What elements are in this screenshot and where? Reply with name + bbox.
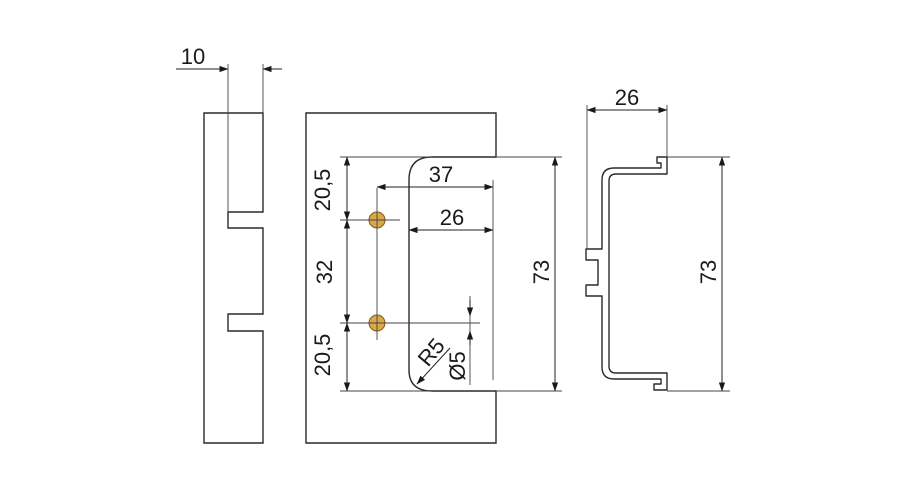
front-view: 20,5 32 20,5 37 26 73 R5 Ø5 xyxy=(305,112,562,444)
dim-bottom-label: 20,5 xyxy=(310,334,335,377)
dim-37-label: 37 xyxy=(429,162,453,187)
profile-width-label: 26 xyxy=(615,85,639,110)
side-view: 10 xyxy=(176,44,282,444)
profile-height-label: 73 xyxy=(696,260,721,284)
dim-top-label: 20,5 xyxy=(310,169,335,212)
radius-leader xyxy=(416,347,451,385)
handle-profile xyxy=(585,156,668,391)
side-width-label: 10 xyxy=(181,44,205,69)
dim-pitch-label: 32 xyxy=(312,260,337,284)
hole-dia-label: Ø5 xyxy=(445,351,470,380)
dim-73-label: 73 xyxy=(529,260,554,284)
dim-26-label: 26 xyxy=(440,205,464,230)
side-panel xyxy=(203,112,264,444)
profile-view: 26 73 xyxy=(585,85,730,392)
